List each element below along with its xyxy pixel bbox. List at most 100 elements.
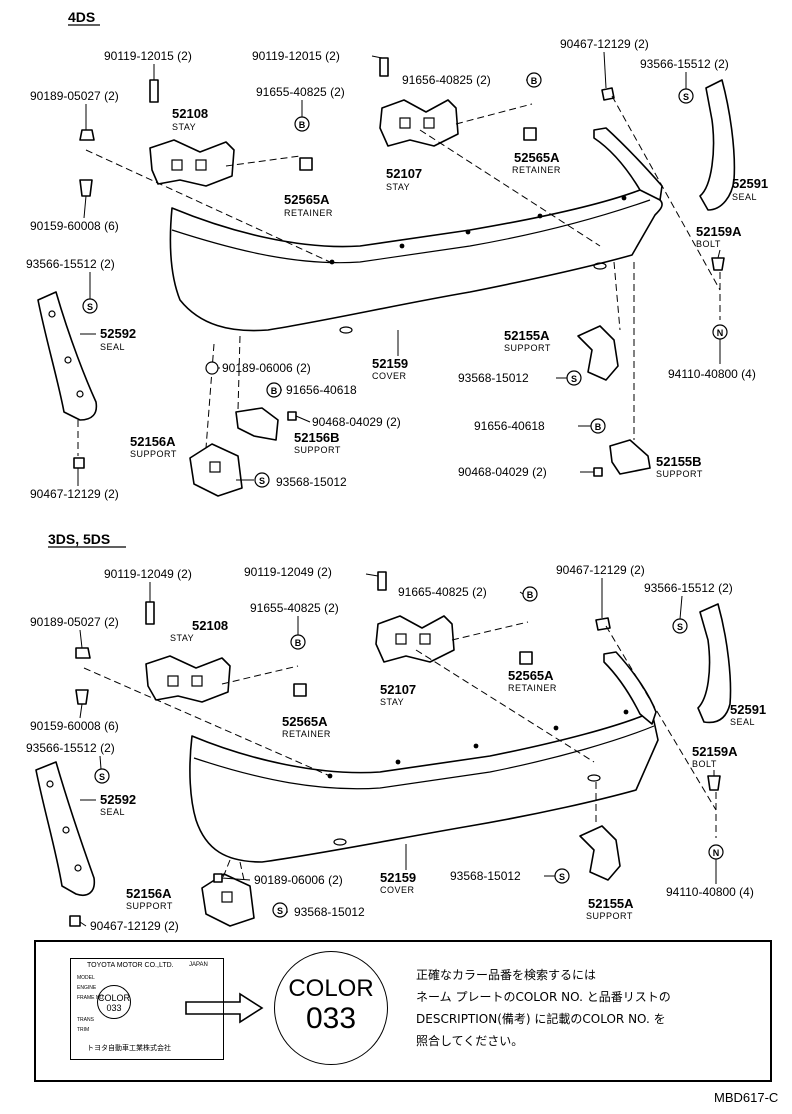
svg-text:RETAINER: RETAINER — [284, 208, 333, 218]
label-52159: 52159 — [372, 356, 408, 371]
svg-text:RETAINER: RETAINER — [282, 729, 331, 739]
labels-upper: 90119-12015 (2) 90119-12015 (2) 90467-12… — [26, 37, 768, 501]
label-52107: 52107 — [386, 166, 422, 181]
svg-text:BOLT: BOLT — [696, 239, 721, 249]
label-90119-12015-b: 90119-12015 (2) — [252, 49, 340, 63]
support-52155a-lower — [579, 825, 621, 881]
color-note-box — [34, 940, 772, 1082]
label-90189-06006-b: 90189-06006 (2) — [254, 873, 343, 887]
label-52155a-b: 52155A — [588, 896, 634, 911]
svg-text:STAY: STAY — [380, 697, 404, 707]
support-52155a-upper — [577, 325, 619, 381]
label-90468-04029-b: 90468-04029 (2) — [458, 465, 547, 479]
label-90189-05027-b: 90189-05027 (2) — [30, 615, 119, 629]
seal-52592-upper — [37, 291, 98, 421]
stay-52107-lower — [375, 615, 455, 663]
labels-lower: 90119-12049 (2) 90119-12049 (2) 90467-12… — [26, 563, 766, 933]
svg-text:SUPPORT: SUPPORT — [656, 469, 703, 479]
svg-text:SEAL: SEAL — [732, 192, 757, 202]
figure-code: MBD617-C — [714, 1090, 778, 1105]
support-52156a-lower — [201, 873, 255, 927]
label-91665-40825: 91665-40825 (2) — [398, 585, 487, 599]
svg-text:B: B — [595, 422, 602, 432]
leaders-lower — [79, 573, 717, 927]
label-93566-15512-c: 93566-15512 (2) — [644, 581, 733, 595]
svg-text:B: B — [531, 76, 538, 86]
label-90119-12015-a: 90119-12015 (2) — [104, 49, 192, 63]
label-52565a-b: 52565A — [284, 192, 330, 207]
label-52156a: 52156A — [130, 434, 176, 449]
label-90467-12129-c: 90467-12129 (2) — [556, 563, 645, 577]
label-52565a-c: 52565A — [508, 668, 554, 683]
label-52565a-d: 52565A — [282, 714, 328, 729]
svg-text:B: B — [299, 120, 306, 130]
svg-text:SUPPORT: SUPPORT — [126, 901, 173, 911]
svg-text:S: S — [259, 476, 265, 486]
svg-text:S: S — [277, 906, 283, 916]
svg-text:N: N — [713, 848, 720, 858]
label-93568-15012-d: 93568-15012 — [294, 905, 365, 919]
label-90189-05027: 90189-05027 (2) — [30, 89, 119, 103]
label-90159-60008-b: 90159-60008 (6) — [30, 719, 119, 733]
name-plate: TOYOTA MOTOR CO.,LTD. JAPAN MODEL ENGINE… — [70, 958, 224, 1060]
svg-text:SUPPORT: SUPPORT — [586, 911, 633, 921]
label-90467-12129-d: 90467-12129 (2) — [90, 919, 179, 933]
guide-lines-lower — [83, 621, 717, 881]
svg-text:STAY: STAY — [172, 122, 196, 132]
label-91656-40618-a: 91656-40618 — [286, 383, 357, 397]
support-52155b-upper — [609, 439, 651, 475]
label-90468-04029-a: 90468-04029 (2) — [312, 415, 401, 429]
plate-color-circle: COLOR 033 — [97, 985, 131, 1019]
svg-text:STAY: STAY — [386, 182, 410, 192]
svg-text:SUPPORT: SUPPORT — [294, 445, 341, 455]
label-52108: 52108 — [172, 106, 208, 121]
circle-marks-upper: B B S S N S B B S — [82, 72, 728, 488]
label-91656-40825: 91656-40825 (2) — [402, 73, 491, 87]
circle-marks-lower: B B S S N S S — [94, 586, 724, 918]
svg-text:SUPPORT: SUPPORT — [504, 343, 551, 353]
label-52159a: 52159A — [696, 224, 742, 239]
svg-text:B: B — [271, 386, 278, 396]
label-52155b: 52155B — [656, 454, 702, 469]
support-52156a-upper — [189, 443, 243, 497]
svg-text:RETAINER: RETAINER — [512, 165, 561, 175]
label-52565a-a: 52565A — [514, 150, 560, 165]
seal-52591-upper — [699, 79, 736, 211]
svg-text:S: S — [677, 622, 683, 632]
label-90467-12129-b: 90467-12129 (2) — [30, 487, 119, 501]
fasteners-lower — [69, 571, 721, 927]
svg-text:SUPPORT: SUPPORT — [130, 449, 177, 459]
svg-text:SEAL: SEAL — [730, 717, 755, 727]
label-91656-40618-b: 91656-40618 — [474, 419, 545, 433]
label-93566-15512-b: 93566-15512 (2) — [26, 257, 115, 271]
bumper-cover-upper — [169, 127, 663, 334]
label-52591-b: 52591 — [730, 702, 766, 717]
svg-text:S: S — [571, 374, 577, 384]
seal-52591-lower — [697, 603, 732, 724]
svg-text:S: S — [683, 92, 689, 102]
label-91655-40825: 91655-40825 (2) — [256, 85, 345, 99]
svg-text:SEAL: SEAL — [100, 342, 125, 352]
svg-text:COVER: COVER — [372, 371, 407, 381]
svg-text:N: N — [717, 328, 724, 338]
svg-text:S: S — [99, 772, 105, 782]
svg-text:B: B — [527, 590, 534, 600]
label-93566-15512-d: 93566-15512 (2) — [26, 741, 115, 755]
label-52159-b: 52159 — [380, 870, 416, 885]
svg-text:RETAINER: RETAINER — [508, 683, 557, 693]
label-52107-b: 52107 — [380, 682, 416, 697]
bumper-cover-lower — [189, 651, 659, 863]
color-instruction-text: 正確なカラー品番を検索するには ネーム プレートのCOLOR NO. と品番リス… — [416, 968, 671, 1048]
section-title-3ds-5ds: 3DS, 5DS — [48, 531, 110, 547]
label-52156a-b: 52156A — [126, 886, 172, 901]
label-90119-12049-b: 90119-12049 (2) — [244, 565, 332, 579]
label-91655-40825-b: 91655-40825 (2) — [250, 601, 339, 615]
label-52592-b: 52592 — [100, 792, 136, 807]
label-94110-40800: 94110-40800 (4) — [668, 367, 756, 381]
svg-text:STAY: STAY — [170, 633, 194, 643]
leaders-upper — [77, 51, 721, 486]
svg-text:BOLT: BOLT — [692, 759, 717, 769]
label-93568-15012-b: 93568-15012 — [276, 475, 347, 489]
label-52108-b: 52108 — [192, 618, 228, 633]
